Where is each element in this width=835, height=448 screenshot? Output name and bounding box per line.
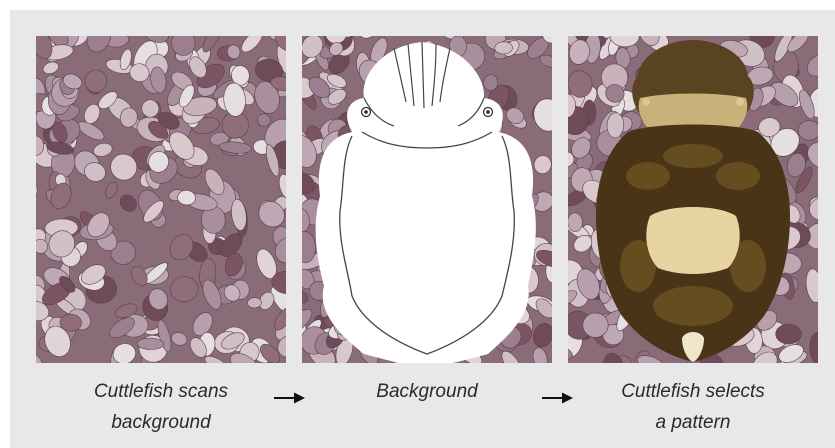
caption-step3-line2: a pattern [568,407,818,438]
panel-camouflaged-cuttlefish [568,36,818,363]
cuttlefish-patch [646,207,739,274]
caption-step3: Cuttlefish selects a pattern [568,376,818,438]
pebble-background-image [36,36,286,363]
caption-step1-line2: background [36,407,286,438]
camouflaged-cuttlefish-image [568,36,818,363]
right-arrow-icon [272,391,306,405]
caption-step2-line1: Background [302,376,552,407]
panel-cuttlefish-outline [302,36,552,363]
caption-step3-line1: Cuttlefish selects [568,376,818,407]
figure-frame: Cuttlefish scans background Background C… [10,10,835,448]
caption-step1-line1: Cuttlefish scans [36,376,286,407]
panel-pebble-background [36,36,286,363]
caption-step2: Background [302,376,552,407]
caption-step1: Cuttlefish scans background [36,376,286,438]
cuttlefish-outline-icon [302,36,552,363]
